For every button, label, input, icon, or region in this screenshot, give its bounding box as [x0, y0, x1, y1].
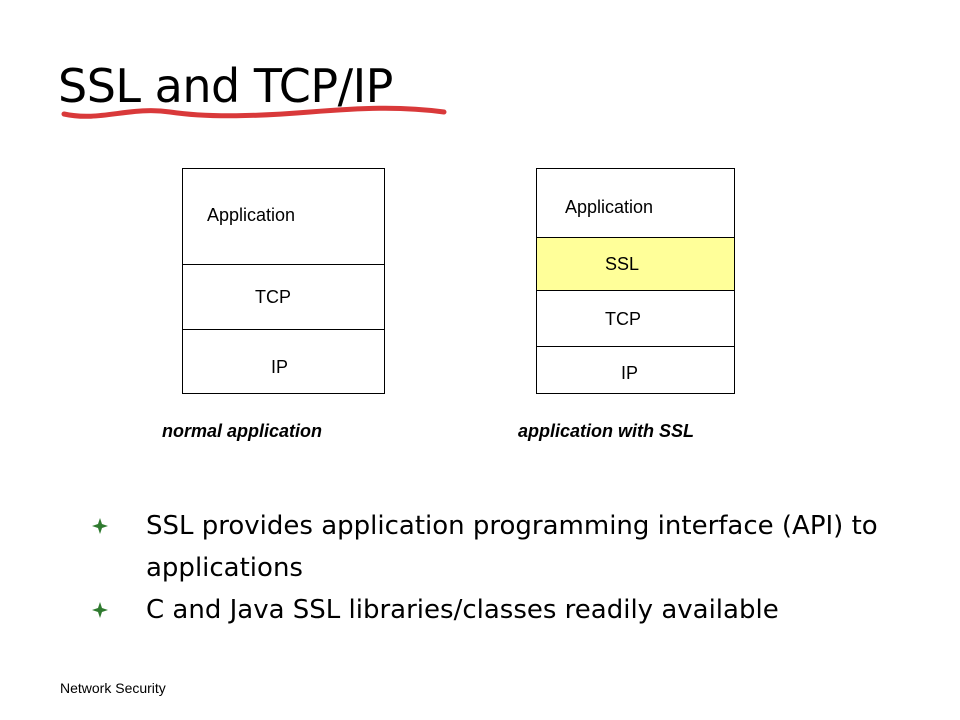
slide-title: SSL and TCP/IP — [58, 59, 393, 113]
bullet-list: SSL provides application programming int… — [92, 505, 912, 631]
title-underline — [61, 105, 447, 119]
normal-application-caption: normal application — [162, 421, 323, 441]
bullet-item: C and Java SSL libraries/classes readily… — [92, 589, 912, 631]
bullet-text: C and Java SSL libraries/classes readily… — [146, 595, 779, 625]
layer-label: Application — [565, 197, 654, 217]
diamond-bullet-icon — [92, 518, 108, 534]
layer-label: TCP — [255, 287, 291, 307]
ssl-application-stack: Application SSL TCP IP — [536, 168, 735, 394]
layer-ip: IP — [537, 346, 734, 393]
layer-application: Application — [183, 169, 384, 264]
layer-label: Application — [207, 205, 296, 225]
ssl-application-caption: application with SSL — [518, 421, 695, 441]
layer-tcp: TCP — [183, 264, 384, 329]
layer-label: IP — [621, 363, 639, 383]
layer-application: Application — [537, 169, 734, 237]
layer-label: TCP — [605, 309, 641, 329]
bullet-item: SSL provides application programming int… — [92, 505, 912, 589]
normal-application-stack: Application TCP IP — [182, 168, 385, 394]
layer-tcp: TCP — [537, 290, 734, 346]
layer-label: SSL — [605, 254, 640, 274]
layer-ssl: SSL — [537, 237, 734, 290]
bullet-text: SSL provides application programming int… — [146, 511, 878, 583]
footer-text: Network Security — [60, 680, 166, 696]
diamond-bullet-icon — [92, 602, 108, 618]
layer-label: IP — [271, 357, 289, 377]
layer-ip: IP — [183, 329, 384, 394]
